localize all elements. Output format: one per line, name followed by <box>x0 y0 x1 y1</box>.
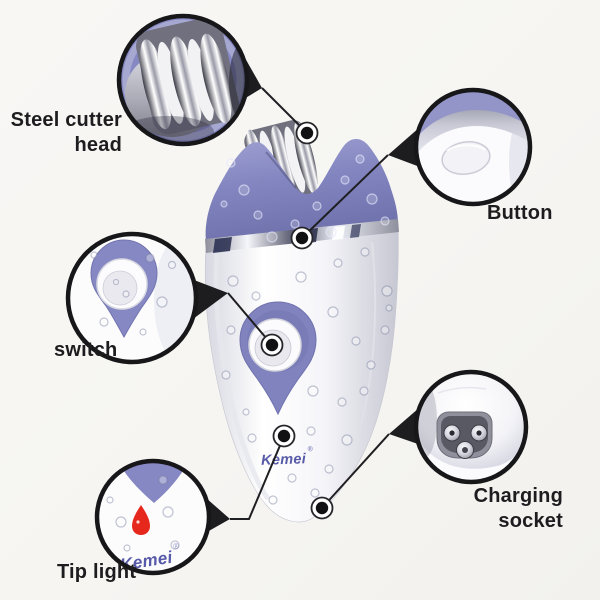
label-charging-socket: Charging socket <box>472 484 563 534</box>
callout-steel-cutter-head <box>116 13 250 147</box>
registered-mark: ® <box>173 541 180 551</box>
registered-mark: ® <box>308 445 314 453</box>
label-line: head <box>74 134 122 156</box>
callout-circle-tip-light <box>94 458 212 576</box>
callout-circle-button <box>413 87 533 207</box>
label-line: Charging <box>473 485 563 507</box>
line-charging <box>321 433 390 509</box>
dot-charging <box>310 496 334 520</box>
label-switch: switch <box>54 339 118 361</box>
brand-text: Kemei <box>261 451 307 469</box>
dot-steel-cutter <box>295 121 319 145</box>
device-head <box>205 138 398 243</box>
label-line: socket <box>498 510 563 532</box>
callout-tip-light: Kemei ® <box>94 458 212 576</box>
callout-button <box>413 87 533 207</box>
callout-circle-charging <box>413 369 529 485</box>
dot-switch <box>260 333 284 357</box>
label-steel-cutter-head: Steel cutter head <box>8 108 122 158</box>
line-button <box>301 154 389 239</box>
tip-light-led <box>132 505 150 535</box>
label-tip-light: Tip light <box>57 561 137 583</box>
epilator-device: Kemei ® <box>204 120 399 523</box>
button-oval <box>441 141 491 175</box>
line-tip-light <box>230 435 285 520</box>
callout-charging-socket <box>413 369 529 485</box>
wedge-tip-light <box>206 498 230 532</box>
wedge-switch <box>193 280 228 319</box>
wedge-charging <box>389 408 419 444</box>
label-button: Button <box>487 202 553 224</box>
label-line: Steel cutter <box>10 109 122 131</box>
wedge-button <box>388 127 420 167</box>
dot-button <box>290 226 314 250</box>
dot-tip-light <box>272 424 296 448</box>
water-droplets <box>220 154 393 505</box>
charging-socket-port <box>436 411 493 459</box>
callout-dots <box>260 121 334 520</box>
callout-circle-steel <box>116 13 250 147</box>
callout-circle-switch <box>65 231 199 365</box>
